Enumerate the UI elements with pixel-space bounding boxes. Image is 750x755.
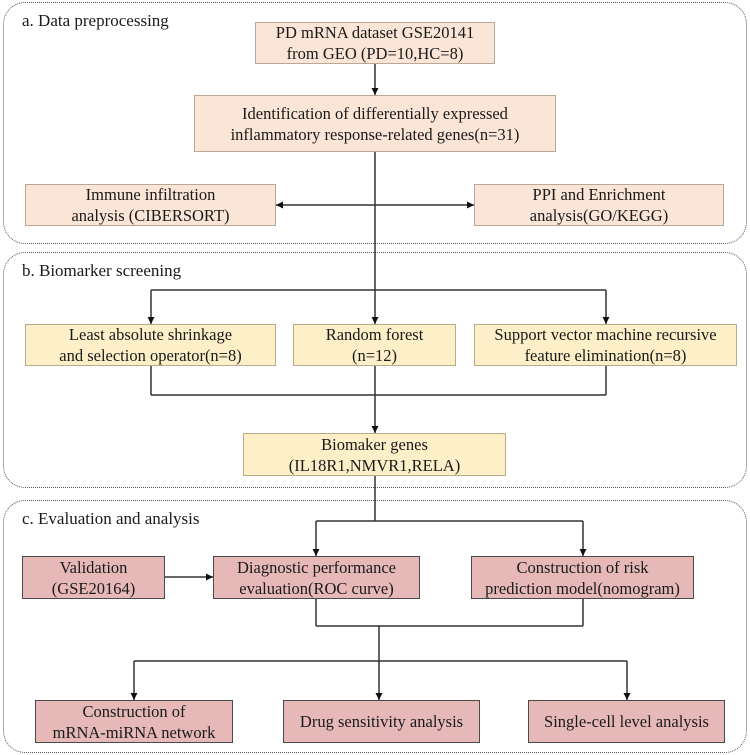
node-lasso: Least absolute shrinkage and selection o…: [25, 324, 276, 366]
section-title: a. Data preprocessing: [22, 11, 169, 30]
node-deg: Identification of differentially express…: [194, 95, 556, 152]
node-single-cell: Single-cell level analysis: [528, 700, 725, 743]
node-validation: Validation (GSE20164): [22, 556, 165, 599]
node-biomarker-genes: Biomaker genes (IL18R1,NMVR1,RELA): [243, 433, 506, 476]
node-dataset: PD mRNA dataset GSE20141 from GEO (PD=10…: [255, 22, 495, 64]
node-svm-rfe: Support vector machine recursive feature…: [474, 324, 737, 366]
node-random-forest: Random forest (n=12): [293, 324, 456, 366]
section-title: c. Evaluation and analysis: [22, 509, 200, 528]
node-mrna-mirna-network: Construction of mRNA-miRNA network: [35, 700, 233, 743]
node-ppi-enrichment: PPI and Enrichment analysis(GO/KEGG): [474, 184, 724, 226]
section-title: b. Biomarker screening: [22, 261, 182, 280]
node-risk-model: Construction of risk prediction model(no…: [471, 556, 694, 599]
node-immune-infiltration: Immune infiltration analysis (CIBERSORT): [25, 184, 276, 226]
node-drug-sensitivity: Drug sensitivity analysis: [283, 700, 480, 743]
node-diagnostic-performance: Diagnostic performance evaluation(ROC cu…: [213, 556, 420, 599]
